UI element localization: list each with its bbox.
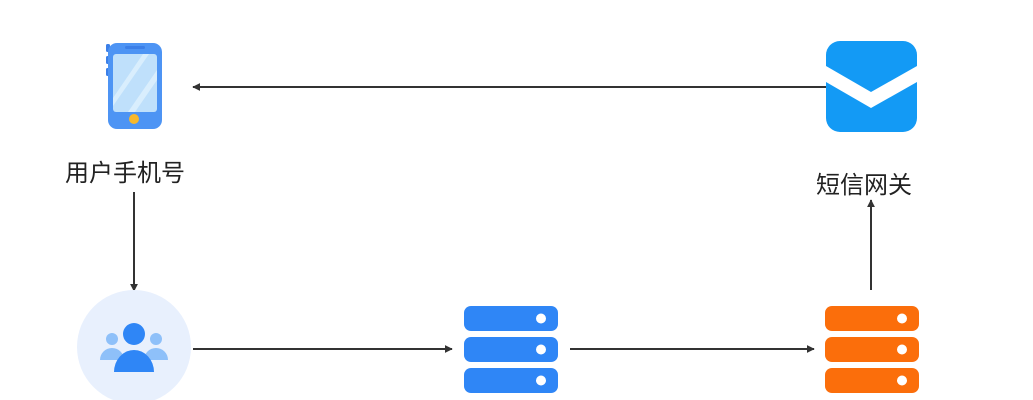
server-icon-blue [464,306,558,393]
server-icon-orange [825,306,919,393]
user-group-icon [77,290,191,400]
envelope-icon [826,41,917,132]
sms-gateway-label: 短信网关 [816,171,912,199]
phone-number-label: 用户手机号 [65,159,185,187]
smartphone-icon [106,43,162,129]
